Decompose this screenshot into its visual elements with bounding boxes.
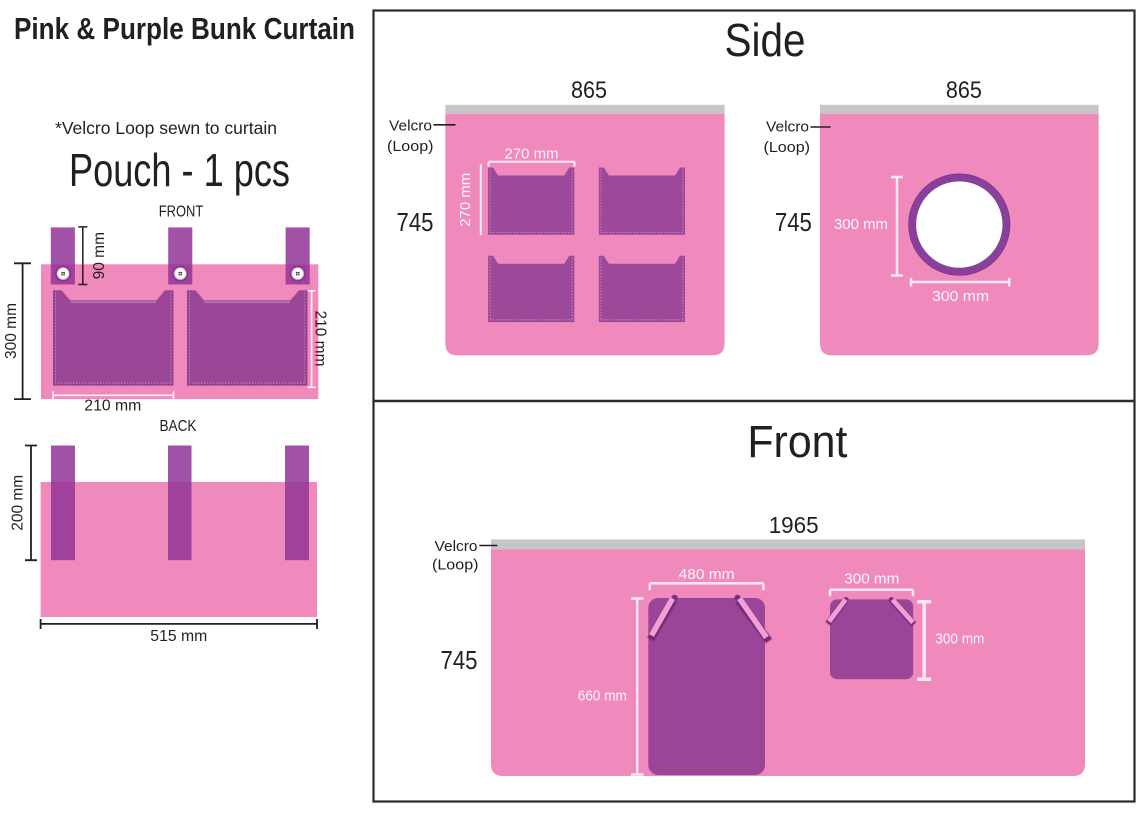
svg-text:210 mm: 210 mm xyxy=(84,398,141,415)
svg-text:Velcro: Velcro xyxy=(389,119,432,135)
svg-text:660 mm: 660 mm xyxy=(578,689,627,705)
svg-text:515 mm: 515 mm xyxy=(150,628,207,645)
svg-text:(Loop): (Loop) xyxy=(387,139,434,155)
svg-text:865: 865 xyxy=(946,77,982,104)
svg-text:Front: Front xyxy=(747,416,847,467)
svg-text:480 mm: 480 mm xyxy=(679,567,735,583)
svg-text:865: 865 xyxy=(571,77,607,104)
svg-text:(Loop): (Loop) xyxy=(764,140,811,156)
svg-text:300 mm: 300 mm xyxy=(932,289,989,305)
svg-text:Pink & Purple Bunk Curtain: Pink & Purple Bunk Curtain xyxy=(14,11,355,46)
svg-text:300 mm: 300 mm xyxy=(3,303,20,359)
svg-text:270 mm: 270 mm xyxy=(458,173,474,227)
svg-text:Velcro: Velcro xyxy=(766,120,809,136)
svg-text:1965: 1965 xyxy=(769,512,819,538)
svg-text:Velcro: Velcro xyxy=(435,539,478,555)
svg-text:300 mm: 300 mm xyxy=(834,217,888,233)
svg-text:Pouch - 1 pcs: Pouch - 1 pcs xyxy=(69,144,290,196)
svg-text:745: 745 xyxy=(397,209,434,237)
svg-text:Side: Side xyxy=(725,14,806,66)
svg-text:*Velcro Loop sewn to curtain: *Velcro Loop sewn to curtain xyxy=(55,118,277,138)
svg-text:200 mm: 200 mm xyxy=(10,475,27,531)
svg-text:BACK: BACK xyxy=(160,418,198,435)
svg-text:745: 745 xyxy=(441,647,478,675)
svg-text:300 mm: 300 mm xyxy=(844,572,899,588)
svg-text:FRONT: FRONT xyxy=(159,204,204,221)
svg-text:745: 745 xyxy=(775,209,812,237)
svg-text:210 mm: 210 mm xyxy=(312,311,329,367)
svg-text:(Loop): (Loop) xyxy=(432,558,479,574)
svg-text:90 mm: 90 mm xyxy=(91,232,108,279)
svg-text:300 mm: 300 mm xyxy=(935,632,984,648)
svg-text:270 mm: 270 mm xyxy=(505,147,559,163)
